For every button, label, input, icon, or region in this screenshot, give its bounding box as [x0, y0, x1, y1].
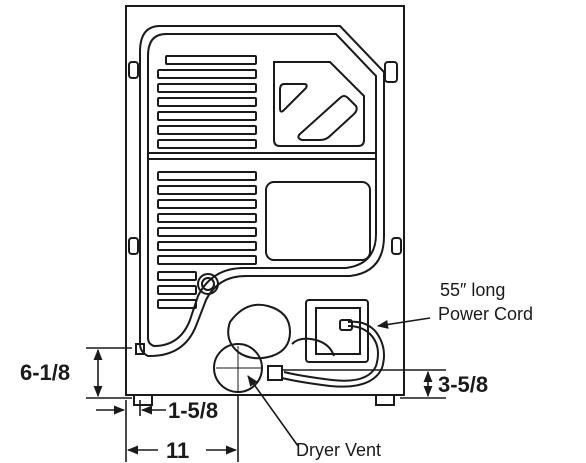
dryer-vent-label: Dryer Vent [296, 440, 381, 460]
dimension-vent-height [86, 347, 132, 399]
panel-inner-outline [147, 33, 377, 348]
power-cord-label-line1: 55″ long [440, 280, 505, 300]
vent-center-offset-value: 11 [166, 438, 189, 463]
left-side-fitting [135, 343, 145, 355]
upper-right-window [273, 61, 365, 147]
wiring-loop [227, 303, 292, 360]
dimension-vent-side-offset [96, 400, 166, 462]
dryer-vent-leader [247, 375, 299, 447]
right-lower-tab [391, 237, 402, 255]
power-cord-slack [291, 337, 335, 357]
cord-bracket [267, 365, 283, 381]
cord-height-value: 3-5/8 [438, 372, 488, 397]
panel-outer-outline [139, 25, 385, 357]
lower-right-panel [265, 181, 371, 261]
left-lower-tab [128, 237, 139, 255]
dimension-cord-height [282, 369, 446, 399]
window-triangle-left [279, 83, 308, 113]
upper-rib-slots [157, 55, 257, 149]
lower-rib-slots [157, 171, 257, 309]
rear-plug-outer [197, 273, 219, 295]
right-upper-tab [384, 61, 398, 83]
left-foot [133, 394, 153, 406]
power-cord-leader [376, 317, 431, 329]
dimension-vent-center-offset [126, 394, 239, 462]
power-cord-strand-a [283, 325, 379, 382]
power-plug [339, 319, 353, 331]
right-foot [375, 394, 395, 406]
window-triangle-right [297, 95, 358, 141]
rear-plug-inner [201, 277, 215, 291]
vent-height-value: 6-1/8 [20, 360, 70, 385]
power-cord-strand-b [281, 320, 385, 388]
vent-side-offset-value: 1-5/8 [168, 398, 218, 423]
terminal-block-inner [315, 307, 361, 355]
power-cord-label-line2: Power Cord [438, 304, 533, 324]
cabinet-outline [125, 5, 405, 396]
left-upper-tab [128, 61, 139, 79]
